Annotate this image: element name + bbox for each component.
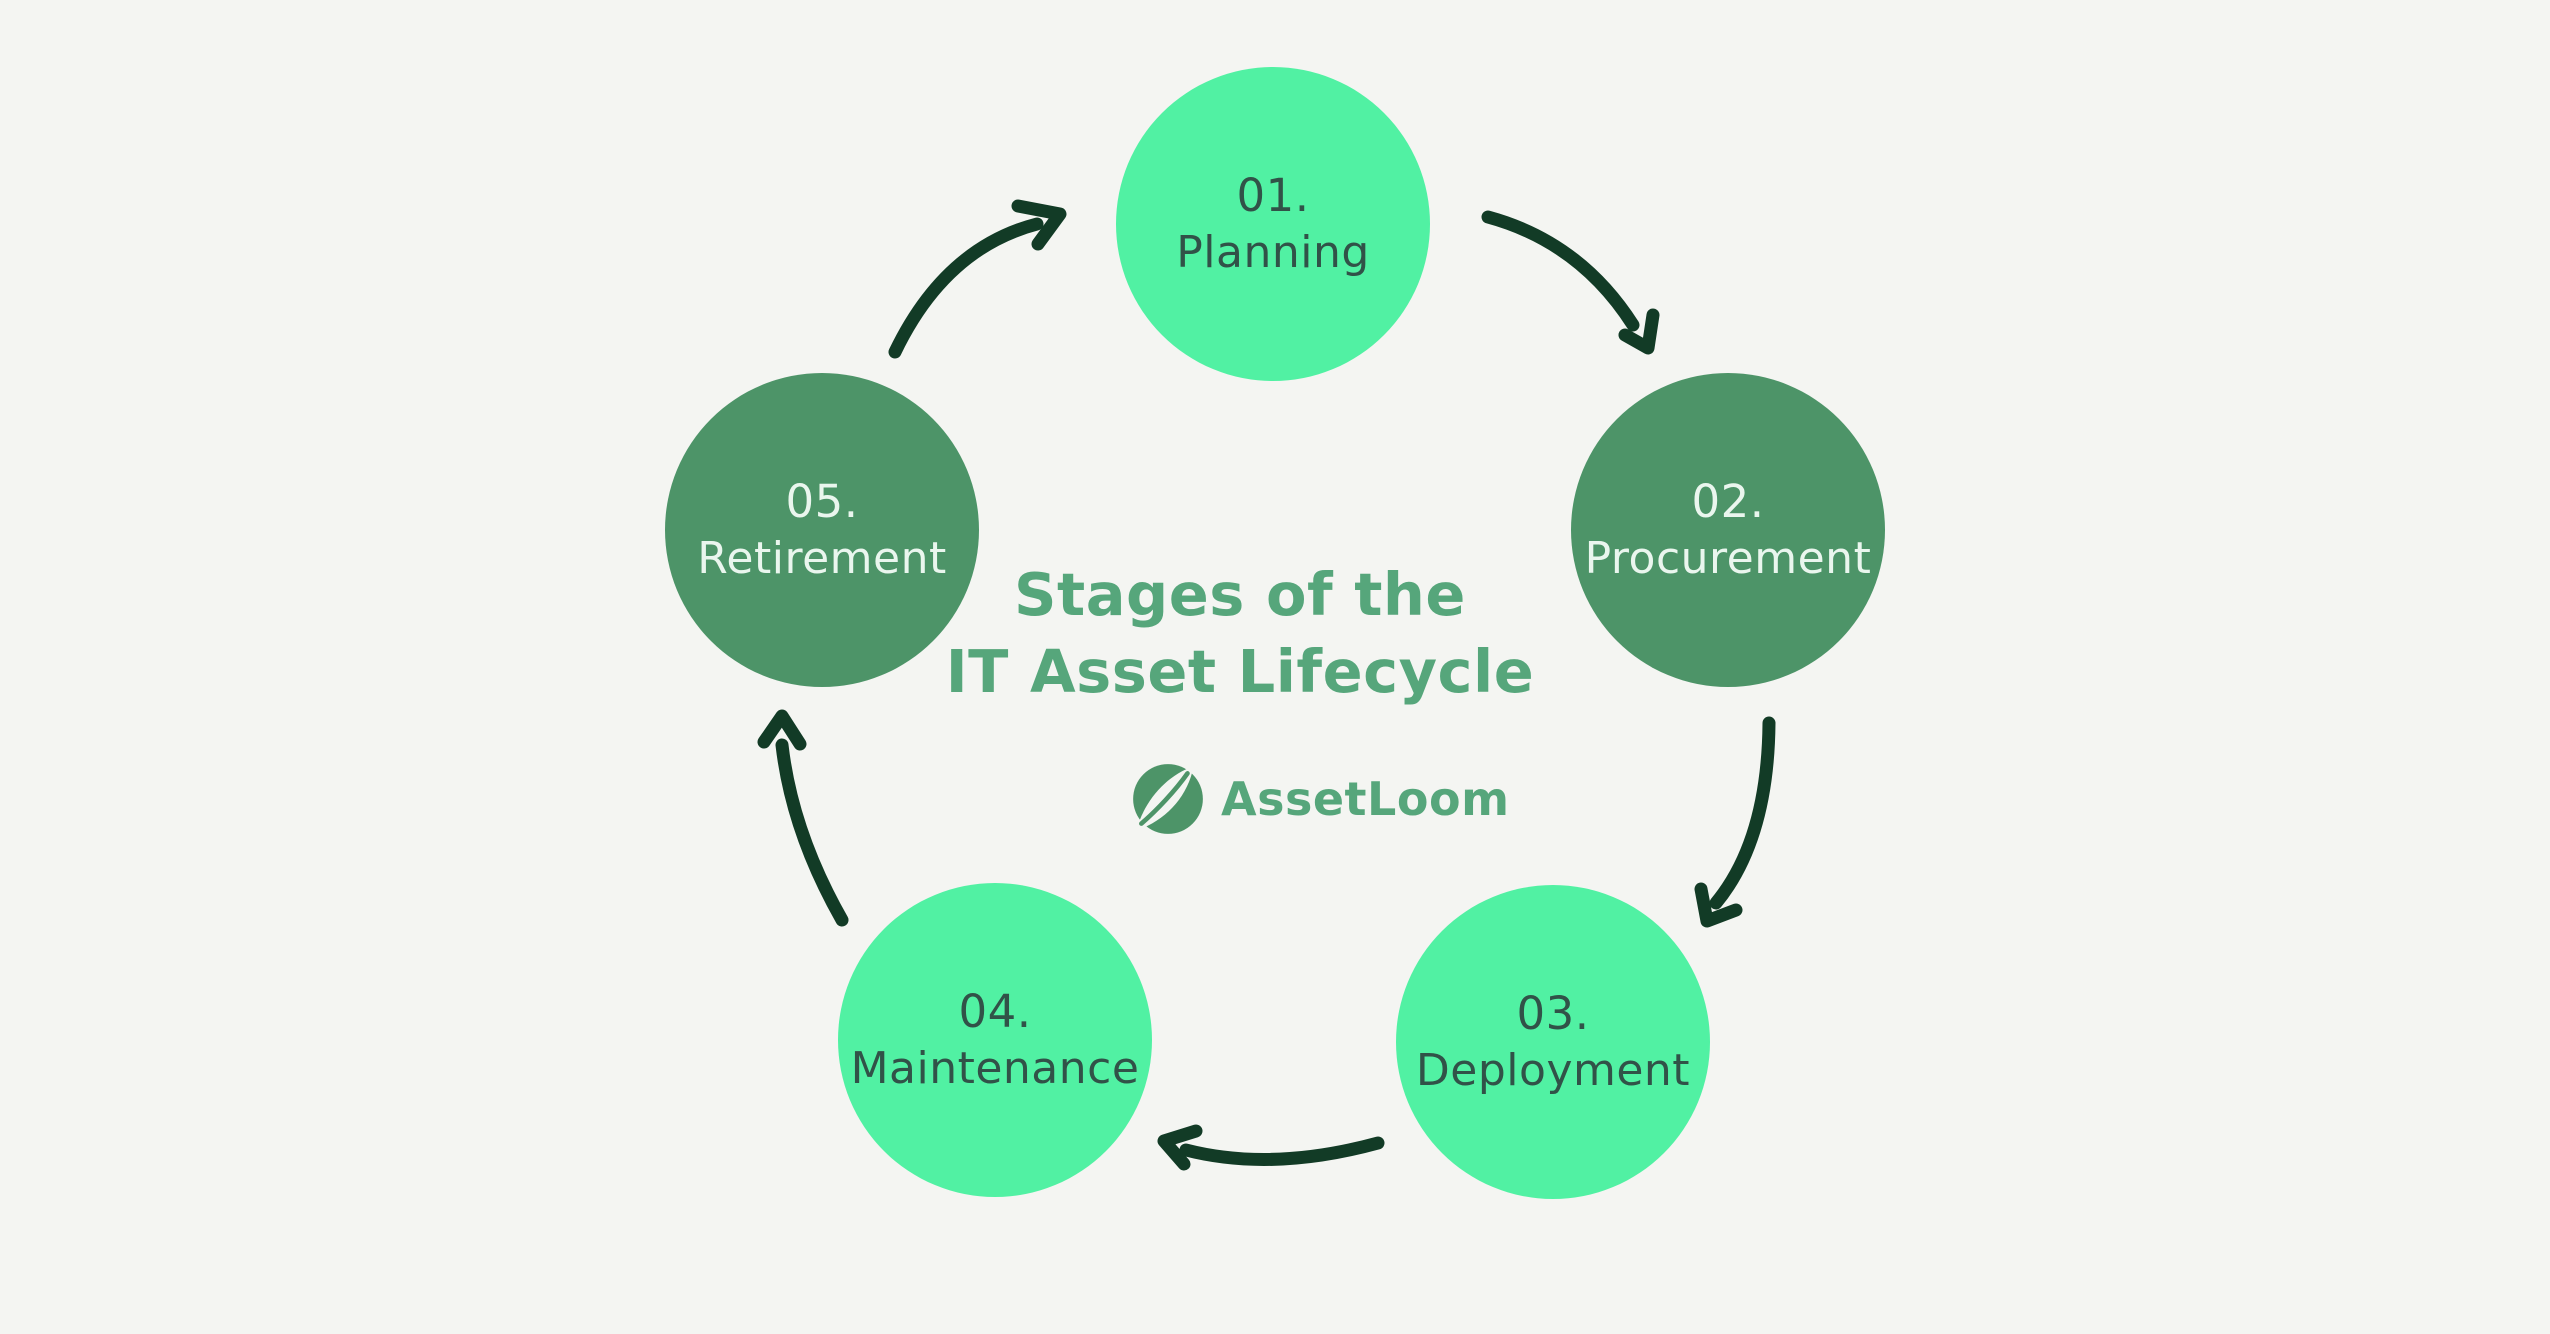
stage-label: Planning: [1176, 227, 1370, 278]
stage-number: 04.: [958, 985, 1032, 1038]
title-line-1: Stages of the: [1014, 560, 1466, 629]
arrow-shaft: [1179, 1136, 1385, 1166]
diagram-title: Stages of the IT Asset Lifecycle: [740, 556, 1740, 710]
arrow-deployment-to-maintenance: [1157, 1124, 1385, 1171]
stage-number: 05.: [785, 475, 859, 528]
stage-label: Procurement: [1584, 533, 1872, 584]
arrow-head-icon: [1694, 882, 1743, 928]
stage-number: 03.: [1516, 987, 1590, 1040]
stage-label: Retirement: [697, 533, 947, 584]
stage-circle-maintenance: 04. Maintenance: [838, 883, 1152, 1197]
arrow-shaft: [1481, 210, 1640, 332]
arrow-planning-to-procurement: [1481, 210, 1660, 355]
arrow-maintenance-to-retirement: [757, 709, 849, 927]
title-line-2: IT Asset Lifecycle: [945, 637, 1535, 706]
arrow-shaft: [775, 738, 849, 927]
arrow-head-icon: [757, 709, 807, 751]
arrow-head-icon: [1157, 1124, 1203, 1171]
stage-circle-procurement: 02. Procurement: [1571, 373, 1885, 687]
arrow-head-icon: [1618, 308, 1660, 355]
assetloom-leaf-icon: [1133, 764, 1203, 834]
stage-label: Deployment: [1415, 1045, 1691, 1096]
arrow-retirement-to-planning: [888, 199, 1067, 359]
stage-number: 01.: [1236, 169, 1310, 222]
brand-name: AssetLoom: [1221, 772, 1510, 826]
arrow-shaft: [888, 217, 1044, 359]
stage-circle-retirement: 05. Retirement: [665, 373, 979, 687]
stage-number: 02.: [1691, 475, 1765, 528]
arrow-shaft: [1709, 716, 1776, 910]
arrow-procurement-to-deployment: [1694, 716, 1776, 928]
stage-label: Maintenance: [850, 1043, 1140, 1094]
stage-circle-planning: 01. Planning: [1116, 67, 1430, 381]
stage-circle-deployment: 03. Deployment: [1396, 885, 1710, 1199]
arrow-head-icon: [1011, 199, 1067, 251]
brand-logo: AssetLoom: [1128, 759, 1510, 839]
